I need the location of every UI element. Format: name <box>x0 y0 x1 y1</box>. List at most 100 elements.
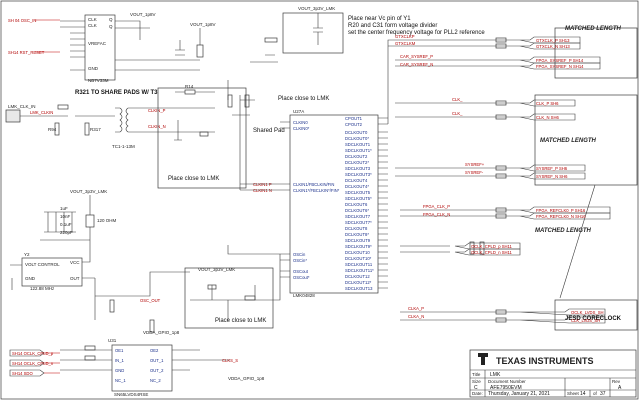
clka-p-net: CLKA_P <box>408 306 424 311</box>
c25-val: 1uF <box>60 206 68 211</box>
note-shared-pad: Shared Pad <box>253 128 285 134</box>
lmk-ref: U27A <box>293 109 304 114</box>
lmk-pin-r10: DCLKOUT4 <box>345 178 368 183</box>
lmk-pin-oscin: OSCin <box>293 252 306 257</box>
vc-note-group: VOUT_3p3V_LMK Place near Vc pin of Y1 R2… <box>250 6 485 63</box>
lmk-pin-r26: DCLKOUT12 <box>345 274 370 279</box>
sma-connector-icon <box>5 109 21 123</box>
lmk-clkin-label: LMK_CLKIN <box>30 110 53 115</box>
gtxclkp-label: GTXCLKP <box>395 34 415 39</box>
fb1-val: 120 OHM <box>97 218 117 223</box>
close-lmk-box-1 <box>157 87 247 189</box>
car-sysref-p: CAR_SYSREF_P <box>400 54 433 59</box>
lmk-pin-oscoutn: OSCout* <box>293 275 310 280</box>
port-fpga-refclk0-n: FPGA_REFCLK0_N SH16 <box>536 214 586 219</box>
clk-n-net: CLK_ <box>452 111 463 116</box>
u31-nc2: NC_2 <box>150 378 161 383</box>
port-left-3: SH14 SDO <box>12 371 33 376</box>
u31-ref: U31 <box>108 338 117 343</box>
u31-out2: OUT_2 <box>150 368 164 373</box>
clkin-transformer-block: LMK_CLK_IN LMK_CLKIN R94 R317 TC1-1-13M … <box>5 84 215 149</box>
fpga-clkn-net: FPGA_CLK_N <box>423 212 450 217</box>
port-sysref-n: SYSREF_N SH6 <box>536 174 568 179</box>
lmk-pin-oscinn: OSCin* <box>293 258 307 263</box>
docnum-value: AFE7950EVM <box>490 385 522 391</box>
lmk-pin-r5: SDCLKOUT1* <box>345 148 372 153</box>
ref-pin-q: Q <box>109 17 113 22</box>
cpld-buffer-u31: VDDA_GPIO_1p8 U31 OE1 IN_1 GND NC_1 OE2 … <box>60 330 265 397</box>
rst-refclk-label: SH14 RST_RESET <box>8 50 45 55</box>
size-label: Size <box>472 379 481 384</box>
gtxclkm-label: GTXCLKM <box>395 41 416 46</box>
c26-val: 10nF <box>60 214 71 219</box>
lmk-pin-clkin0n: CLKIN0* <box>293 126 310 131</box>
osc-out-net: OSC_OUT <box>140 298 161 303</box>
u31-oe2: OE2 <box>150 348 159 353</box>
lmk-pin-r27: DCLKOUT12* <box>345 280 372 285</box>
clkin-n-label: CLKIN_N <box>148 124 166 129</box>
port-fpga-sysref-n: FPGA_SYSREF_N SH14 <box>536 64 584 69</box>
date-value: Thursday, January 21, 2021 <box>488 391 550 397</box>
port-sysref-p: SYSREF_P SH6 <box>536 166 568 171</box>
vcxo-body <box>21 257 83 287</box>
clk-p-net: CLK_ <box>452 97 463 102</box>
lmk-name: LMK04828 <box>293 293 315 298</box>
port-left-2: SH14 OCLK_CPLD_n <box>12 361 54 366</box>
matched-length-box-1 <box>554 27 638 79</box>
port-fpga-sysref-p: FPGA_SYSREF_P SH14 <box>536 58 584 63</box>
lmk-pin-r23: DCLKOUT10* <box>345 256 372 261</box>
vout-3p3v-lmk-top: VOUT_3p3V_LMK <box>298 6 335 11</box>
port-oclk-cpld-p: OCLK_CPLD_p SH11 <box>471 244 513 249</box>
r14-ref: R14 <box>185 84 194 89</box>
close-lmk-box-3 <box>184 267 274 329</box>
left-ports: SH14 OCLK_CPLD_p SH14 OCLK_CPLD_n SH14 S… <box>9 349 60 377</box>
lmk-pin-r3: DCLKOUT0* <box>345 136 369 141</box>
size-value: C <box>474 385 478 391</box>
vcxo-pin-gnd: GND <box>25 276 36 281</box>
ti-logo-icon <box>478 353 488 365</box>
vcxo-y2: Y2 VCC VOLT CONTROL GND OUT 122.88 MHz <box>10 252 190 333</box>
r317-ref: R317 <box>90 127 101 132</box>
ref-buffer-body <box>84 14 116 81</box>
note-close-lmk-3: Place close to LMK <box>215 318 266 324</box>
port-gtxclk-n: GTXCLK_N SH13 <box>536 44 570 49</box>
lmk-pin-r1: CPOUT2 <box>345 122 363 127</box>
vout-3p3v-lmk-left: VOUT_3p3V_LMK <box>70 189 107 194</box>
docnum-label: Document Number <box>488 379 526 384</box>
clk-s-net: CLKS_S <box>222 358 238 363</box>
lmk-clk-in-label: LMK_CLK_IN <box>8 104 36 109</box>
port-gtxclk-p: GTXCLK_P SH13 <box>536 38 570 43</box>
vcxo-value: 122.88 MHz <box>30 286 55 291</box>
clkin1-p-label: CLKIN1 P <box>253 182 272 187</box>
clka-n-net: CLKA_N <box>408 314 424 319</box>
matched-length-2: MATCHED LENGTH <box>540 138 597 144</box>
ref-pin-3: VREFAC <box>88 41 107 46</box>
ti-company: TEXAS INSTRUMENTS <box>496 356 594 366</box>
r94-ref: R94 <box>48 127 57 132</box>
sheet-label: Sheet <box>567 391 580 396</box>
rev-value: A <box>618 385 622 391</box>
ref-pin-2: CLK <box>88 23 97 28</box>
right-ports: GTXCLK_P SH13 GTXCLK_N SH13 FPGA_SYSREF_… <box>454 36 611 324</box>
lmk-pin-r21: SDCLKOUT9* <box>345 244 372 249</box>
lmk-pin-r14: DCLKOUT6 <box>345 202 368 207</box>
lmk-pin-r17: SDCLKOUT7* <box>345 220 372 225</box>
title-block-frame <box>469 349 637 398</box>
vcxo-supply-block: VOUT_3p3V_LMK 120 OHM 1uF 10nF 0.1uF 220… <box>40 189 117 255</box>
u31-nc1: NC_1 <box>115 378 126 383</box>
of-label: of <box>593 391 598 396</box>
note-close-lmk-1: Place close to LMK <box>168 176 219 182</box>
sheet-value: 14 <box>580 391 586 397</box>
jesd-box <box>554 299 638 331</box>
lmk-pin-r7: DCLKOUT2* <box>345 160 369 165</box>
lmk04828-ic: U27A LMK04828 CLKIN0 CLKIN0* CLKIN1/FBCL… <box>239 95 388 298</box>
u31-in1: IN_1 <box>115 358 125 363</box>
date-label: Date: <box>472 391 483 396</box>
port-oclk-lvds: OCLK_LVDS_SH <box>571 310 604 315</box>
ref-pin-1: CLK <box>88 17 97 22</box>
lmk-pin-r2: DCLKOUT0 <box>345 130 368 135</box>
matched-length-3: MATCHED LENGTH <box>535 228 592 234</box>
note-center-freq: set the center frequency voltage for PLL… <box>348 30 485 36</box>
sysref-n-net: SYSREF- <box>465 170 484 175</box>
